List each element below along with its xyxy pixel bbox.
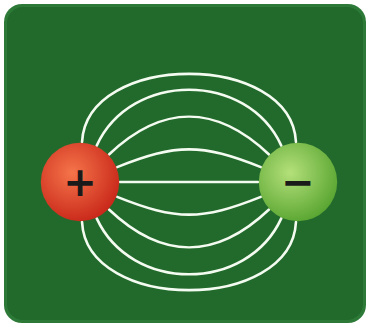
negative-charge: −: [258, 142, 338, 222]
panel-border: [4, 4, 366, 323]
field-line: [117, 197, 261, 215]
field-line: [82, 222, 296, 290]
panel-fill: [7, 7, 363, 320]
charge-fill: [41, 143, 119, 221]
charge-fill: [259, 143, 337, 221]
positive-charge: +: [40, 142, 120, 222]
field-line: [117, 149, 261, 167]
field-line: [97, 90, 282, 146]
field-line: [109, 117, 269, 155]
charge-sign: +: [40, 142, 120, 222]
charge-sign: −: [258, 142, 338, 222]
field-line: [82, 74, 296, 142]
field-line: [120, 181, 258, 184]
